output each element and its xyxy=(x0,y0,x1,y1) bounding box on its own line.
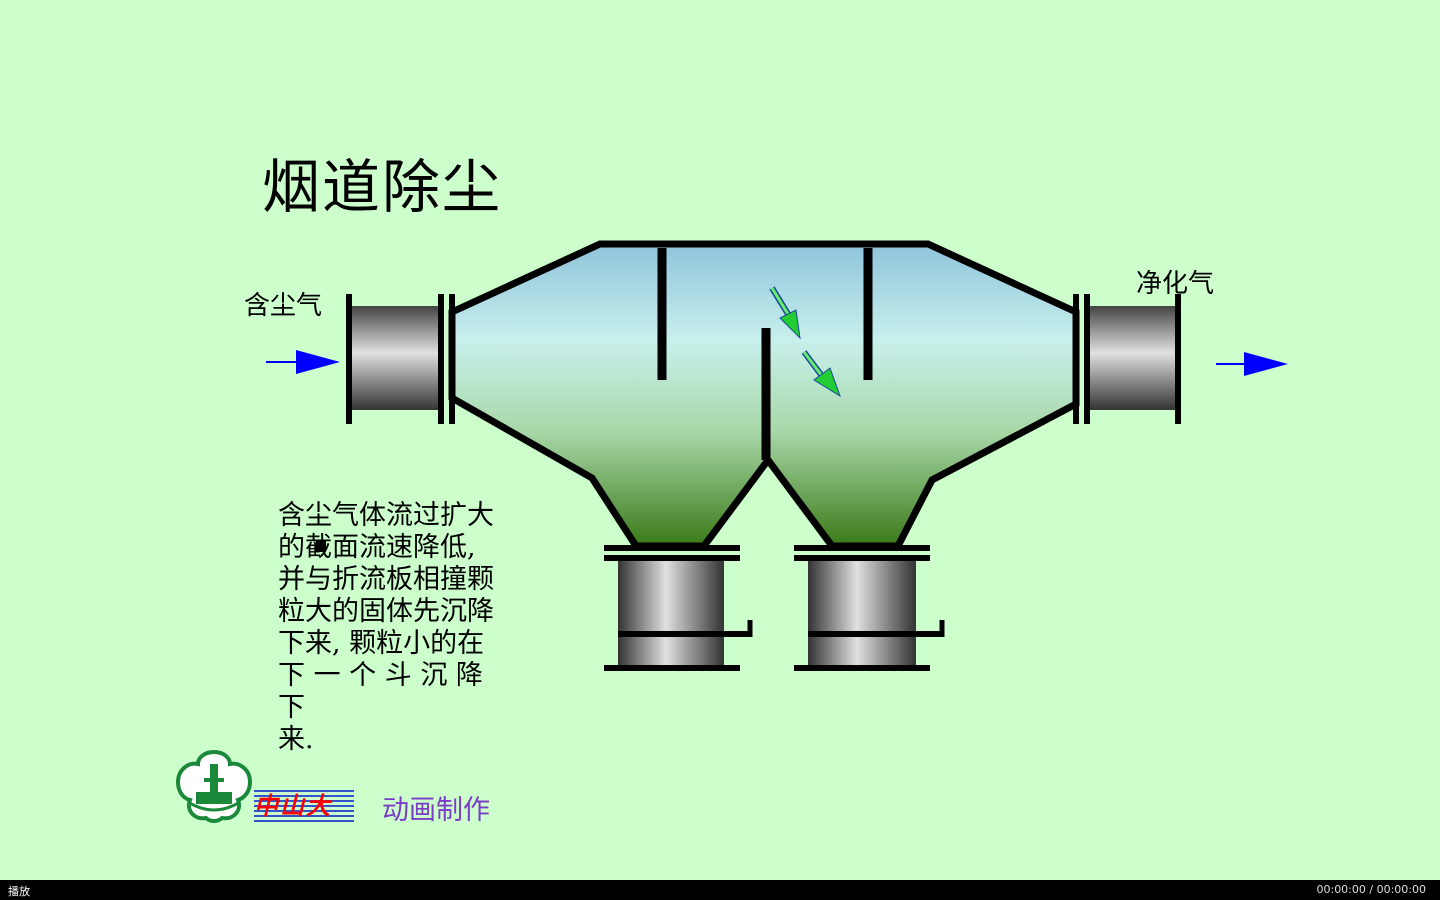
diagram-title: 烟道除尘 xyxy=(262,153,503,221)
cursor-marker xyxy=(316,540,326,552)
particle-arrow-2 xyxy=(801,350,841,398)
outlet-flow-arrow xyxy=(1216,352,1288,376)
particle-arrow-1 xyxy=(769,286,801,340)
inlet-label: 含尘气 xyxy=(244,291,323,321)
hopper-pipe-left xyxy=(618,560,724,666)
credit-text: 动画制作 xyxy=(382,795,490,826)
university-logo-icon xyxy=(175,749,253,823)
description-text: 含尘气体流过扩大 的截面流速降低, 并与折流板相撞颗 粒大的固体先沉降 下来, … xyxy=(278,500,494,755)
play-button[interactable]: 播放 xyxy=(8,885,30,898)
animation-stage: 烟道除尘 含尘气 净化气 xyxy=(175,153,1288,826)
inlet-pipe xyxy=(350,306,442,410)
time-display: 00:00:00 / 00:00:00 xyxy=(1316,883,1426,896)
hopper-pipe-right xyxy=(808,560,916,666)
flue-dust-collector-diagram xyxy=(266,240,1288,671)
inlet-flow-arrow xyxy=(266,350,340,374)
university-brand-text: 中山大学 xyxy=(254,790,354,822)
media-control-bar: 播放 00:00:00 / 00:00:00 xyxy=(0,880,1440,900)
outlet-pipe xyxy=(1088,306,1178,410)
